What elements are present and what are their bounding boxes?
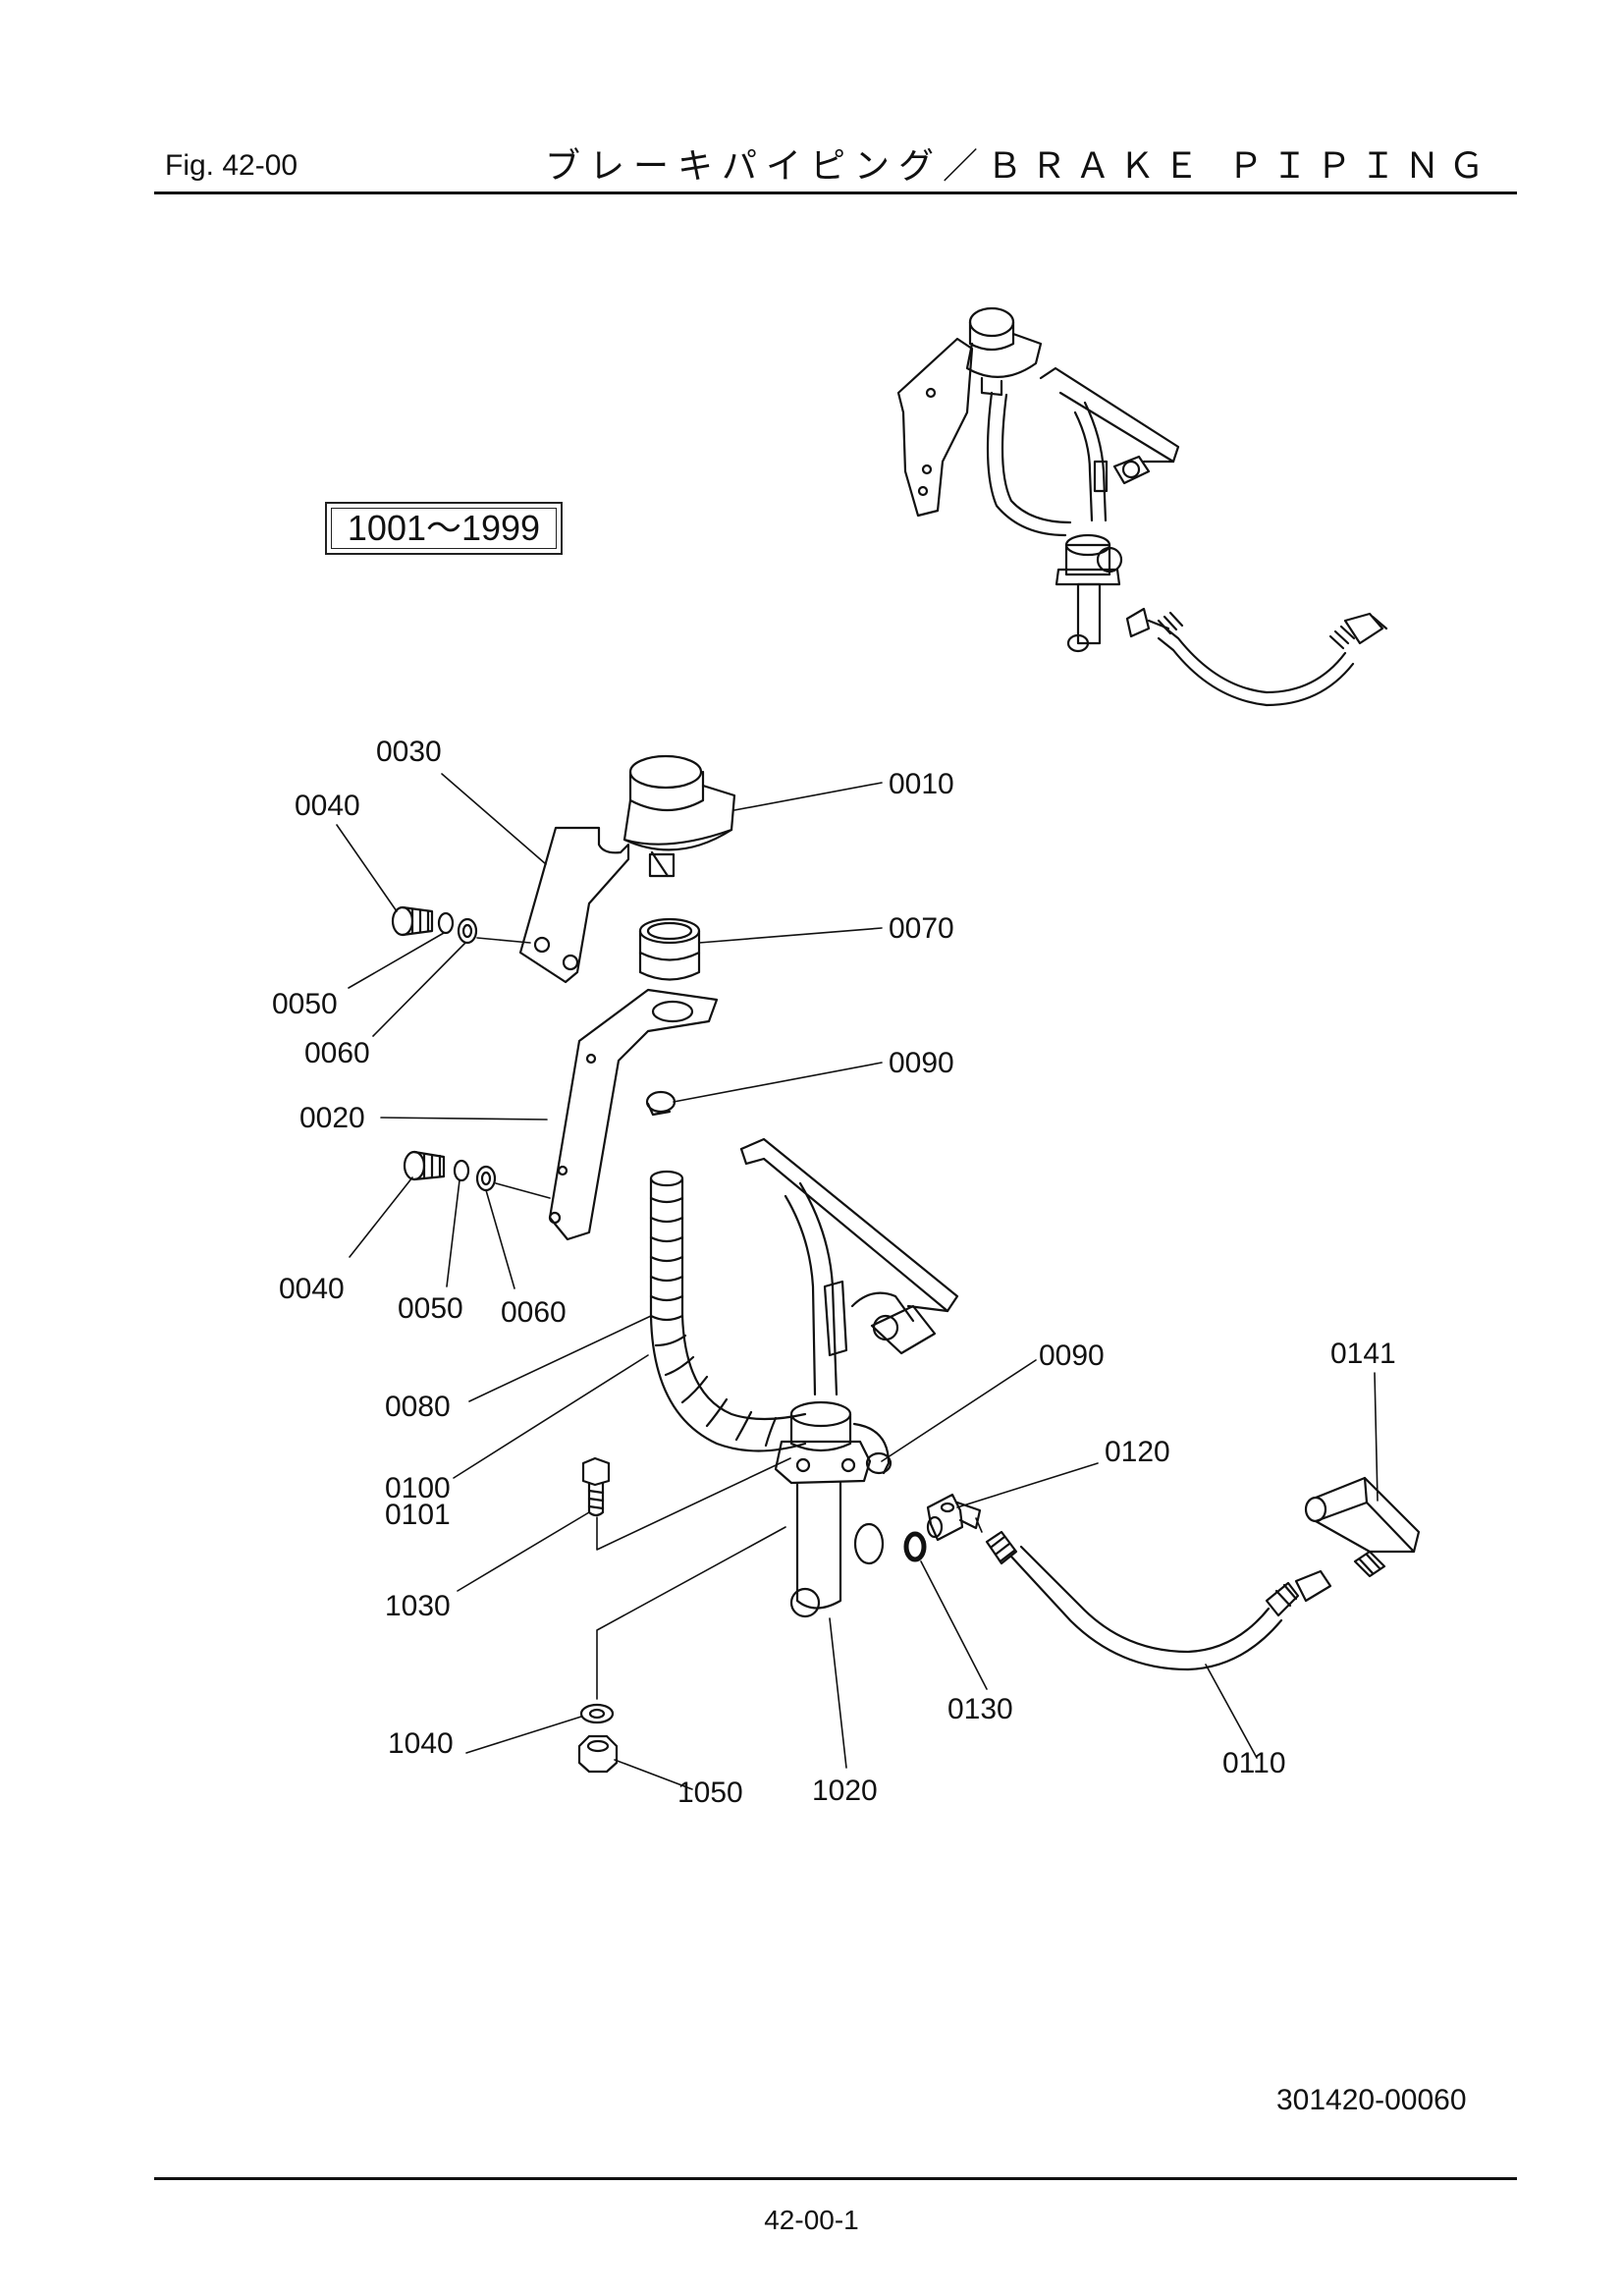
label-0040-lower: 0040 (279, 1273, 345, 1305)
serial-range-text: 1001～1999 (347, 508, 541, 548)
nut-1050 (577, 1734, 619, 1774)
label-0100: 0100 (385, 1472, 451, 1504)
label-0101: 0101 (385, 1499, 451, 1531)
page-number: 42-00-1 (764, 2205, 859, 2235)
bracket-0020 (548, 988, 719, 1241)
bolt-0040-lower (403, 1150, 446, 1181)
page-title: ブレーキパイピング／ＢＲＡＫＥ ＰＩＰＩＮＧ (545, 146, 1493, 187)
label-0060-upper: 0060 (304, 1037, 370, 1069)
pipe-0110 (985, 1530, 1332, 1671)
serial-range-box: 1001～1999 (325, 502, 563, 555)
cap-0090-upper (645, 1090, 676, 1117)
bolt-0040-upper (391, 905, 434, 937)
label-0130: 0130 (947, 1693, 1013, 1725)
label-0120: 0120 (1105, 1436, 1170, 1468)
label-0080: 0080 (385, 1391, 451, 1423)
label-0090-lower: 0090 (1039, 1339, 1105, 1372)
header-rule (154, 191, 1517, 194)
o-ring-0130 (903, 1531, 927, 1562)
lock-washer-0050-upper (437, 911, 455, 935)
washer-0060-upper (457, 917, 478, 945)
label-0110: 0110 (1222, 1747, 1286, 1779)
adapter-0141 (1304, 1476, 1421, 1578)
lock-washer-0050-lower (453, 1159, 470, 1182)
hose-0080 (649, 1170, 807, 1452)
label-0010: 0010 (889, 768, 954, 800)
label-1040: 1040 (388, 1727, 454, 1760)
label-0090-upper: 0090 (889, 1047, 954, 1079)
master-cylinder-1020 (774, 1400, 893, 1618)
label-0030: 0030 (376, 736, 442, 768)
overview-assembly-illustration (896, 306, 1388, 707)
spacer-0070 (638, 917, 701, 981)
washer-1040 (579, 1703, 615, 1724)
label-1020: 1020 (812, 1775, 878, 1807)
washer-0060-lower (475, 1165, 497, 1192)
figure-label: Fig. 42-00 (165, 149, 298, 182)
label-0141: 0141 (1330, 1338, 1396, 1370)
label-0060-lower: 0060 (501, 1296, 567, 1329)
label-0040-upper: 0040 (295, 790, 360, 822)
drawing-id: 301420-00060 (1276, 2084, 1467, 2116)
leader-lines (336, 773, 1379, 1790)
label-0070: 0070 (889, 912, 954, 945)
fitting-0120 (926, 1493, 982, 1542)
bolt-1030 (581, 1456, 611, 1517)
footer-rule (154, 2177, 1517, 2180)
label-1030: 1030 (385, 1590, 451, 1622)
reservoir-0010 (622, 754, 736, 878)
label-0050-lower: 0050 (398, 1292, 463, 1325)
bracket-0030 (518, 826, 630, 984)
pedal-assembly (739, 1137, 959, 1396)
part-number-labels: 0010 0030 0040 0050 0060 0070 0090 0020 … (272, 736, 1396, 1809)
label-1050: 1050 (677, 1777, 743, 1809)
label-0020: 0020 (299, 1102, 365, 1134)
label-0050-upper: 0050 (272, 988, 338, 1020)
